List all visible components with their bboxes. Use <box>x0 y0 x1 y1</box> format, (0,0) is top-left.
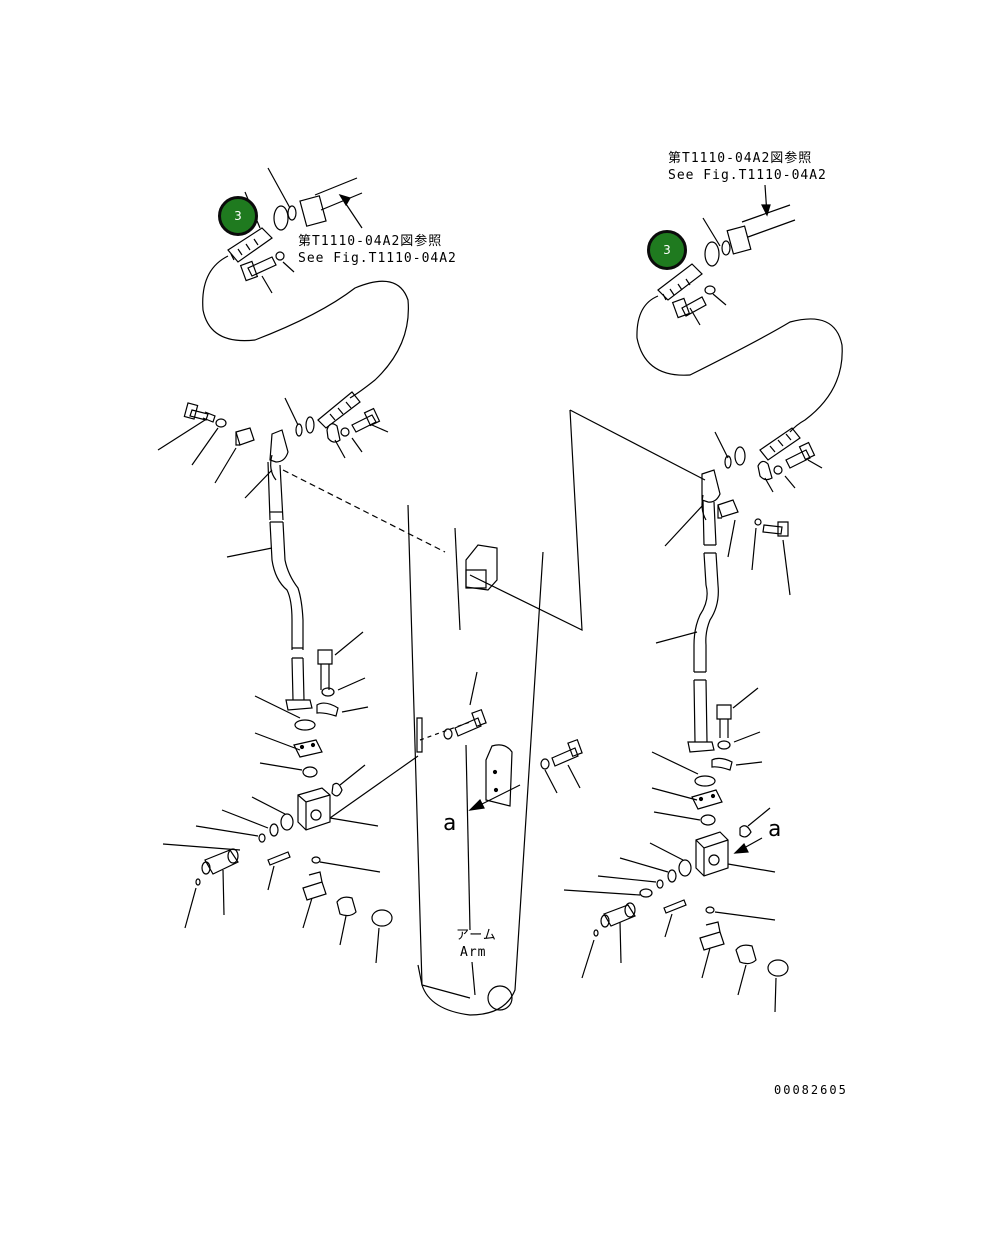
arm-outline <box>283 410 705 1015</box>
left-callout-3[interactable]: 3 <box>218 196 258 236</box>
right-view-mark: a <box>768 817 782 842</box>
left-view-mark: a <box>443 811 457 836</box>
arm-label-jp: アーム <box>456 928 497 943</box>
right-callout-3[interactable]: 3 <box>647 230 687 270</box>
arm-label-en: Arm <box>460 945 487 960</box>
left-hose-assembly <box>158 168 582 963</box>
right-reference-jp: 第T1110-04A2図参照 <box>668 151 813 166</box>
right-hose-assembly <box>564 185 842 1012</box>
left-reference-en: See Fig.T1110-04A2 <box>298 251 457 266</box>
left-reference-jp: 第T1110-04A2図参照 <box>298 234 443 249</box>
right-reference-en: See Fig.T1110-04A2 <box>668 168 827 183</box>
figure-number: 00082605 <box>774 1083 848 1097</box>
